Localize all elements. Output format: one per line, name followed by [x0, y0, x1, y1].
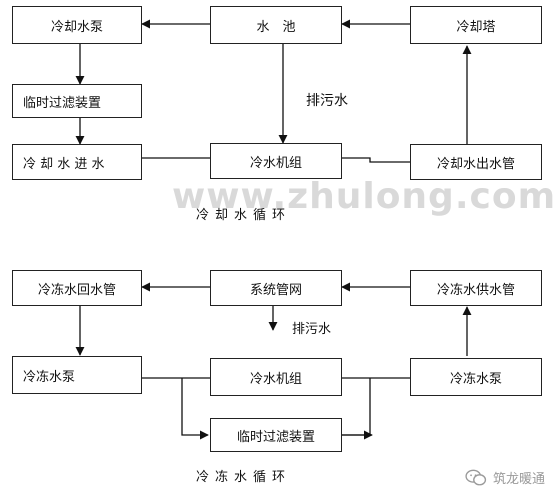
cooling-tower-box: 冷却塔	[410, 6, 542, 44]
chilled-pump-right-label: 冷冻水泵	[449, 371, 502, 387]
drain-label-bottom: 排污水	[292, 322, 332, 337]
chilled-pump-box: 冷冻水泵	[12, 356, 142, 394]
system-network-box: 系统管网	[210, 270, 342, 306]
arrow-filter-to-bypass	[342, 378, 371, 436]
temp-filter-box-top: 临时过滤装置	[12, 84, 142, 118]
chilled-pump-label: 冷冻水泵	[23, 369, 76, 385]
cooling-outlet-label: 冷却水出水管	[436, 156, 515, 172]
chilled-return-box: 冷冻水回水管	[12, 270, 142, 306]
logo: 筑龙暖通	[465, 468, 545, 487]
chilled-return-label: 冷冻水回水管	[37, 282, 116, 298]
cooling-pump-box: 冷却水泵	[12, 6, 142, 44]
drain-label-top: 排污水	[306, 93, 348, 109]
chiller-box-top: 冷水机组	[210, 143, 342, 179]
cooling-tower-label: 冷却塔	[456, 19, 496, 35]
cooling-inlet-box: 冷 却 水 进 水	[12, 144, 142, 180]
arrow-bypass-to-filter	[181, 378, 209, 440]
system-network-label: 系统管网	[249, 282, 302, 298]
logo-text: 筑龙暖通	[492, 472, 545, 487]
temp-filter-label-top: 临时过滤装置	[23, 95, 102, 111]
chiller-box-bottom: 冷水机组	[210, 358, 342, 396]
pool-label: 水 池	[256, 19, 296, 35]
temp-filter-label-bottom: 临时过滤装置	[236, 429, 315, 445]
chilled-pump-right-box: 冷冻水泵	[410, 358, 542, 396]
chiller-label-top: 冷水机组	[249, 155, 302, 171]
chilled-cycle-title: 冷冻水循环	[196, 470, 292, 485]
line-chiller-to-outlet	[342, 157, 410, 163]
cooling-outlet-box: 冷却水出水管	[410, 144, 542, 180]
chilled-supply-label: 冷冻水供水管	[436, 282, 515, 298]
chiller-label-bottom: 冷水机组	[249, 371, 302, 387]
pool-box: 水 池	[210, 6, 342, 44]
chilled-supply-box: 冷冻水供水管	[410, 270, 542, 306]
cooling-cycle-title: 冷却水循环	[196, 208, 292, 223]
cooling-inlet-label: 冷 却 水 进 水	[23, 156, 105, 172]
watermark: www.zhulong.com	[172, 176, 555, 217]
cooling-pump-label: 冷却水泵	[50, 19, 103, 35]
temp-filter-box-bottom: 临时过滤装置	[210, 418, 342, 452]
wechat-icon	[465, 469, 487, 485]
